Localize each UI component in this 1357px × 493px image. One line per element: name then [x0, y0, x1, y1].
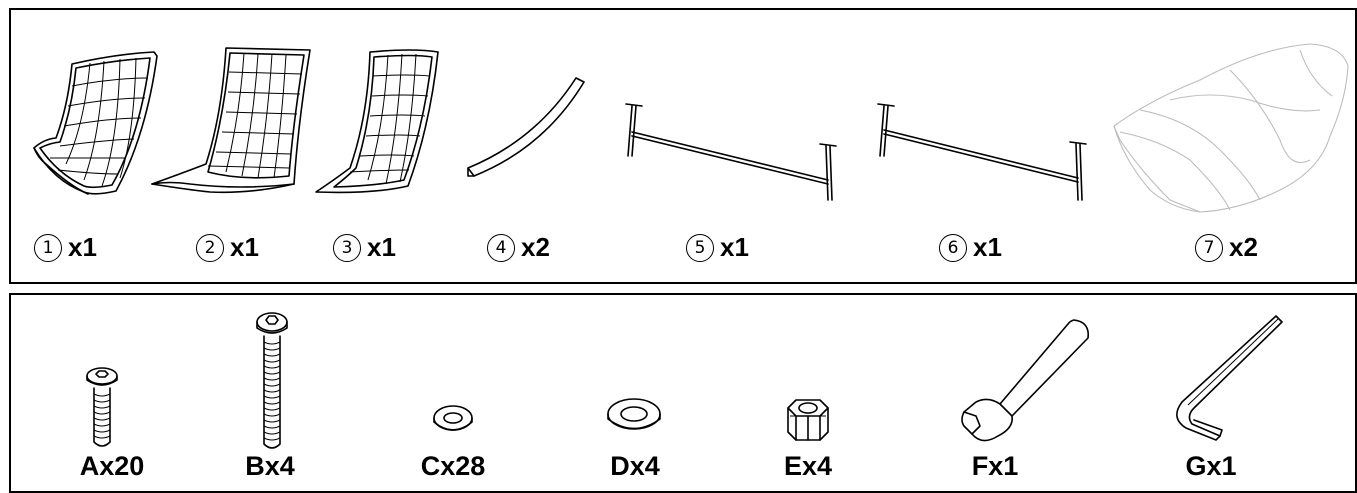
part-quantity: x1	[68, 232, 97, 262]
large-washer-icon	[606, 396, 662, 438]
hw-f-label: Fx1	[971, 451, 1019, 481]
part-5-caption: 5 x1	[686, 232, 749, 263]
short-screw-icon	[84, 366, 120, 450]
part-7-caption: 7 x2	[1195, 232, 1258, 263]
part-6-caption: 6 x1	[939, 232, 1002, 263]
part-quantity: x2	[521, 232, 550, 262]
part-4-caption: 4 x2	[487, 232, 550, 263]
part-number-badge: 1	[34, 233, 62, 262]
wrench-icon	[958, 316, 1094, 448]
part-quantity: x1	[973, 232, 1002, 262]
part-quantity: x1	[720, 232, 749, 262]
part-number-badge: 6	[939, 233, 967, 262]
part-number-badge: 4	[487, 233, 515, 262]
long-screw-icon	[254, 310, 290, 452]
part-number-badge: 7	[1195, 233, 1223, 262]
cushion-bag-icon	[1110, 40, 1350, 216]
part-quantity: x1	[367, 232, 396, 262]
hw-d-label: Dx4	[610, 451, 660, 481]
part-2-caption: 2 x1	[196, 232, 259, 263]
parts-panel	[9, 8, 1357, 284]
hw-c-label: Cx28	[420, 451, 486, 481]
curved-rail-icon	[466, 76, 588, 180]
part-quantity: x2	[1229, 232, 1258, 262]
hardware-panel	[9, 293, 1357, 493]
seat-frame-back-icon	[150, 44, 311, 194]
hex-key-icon	[1160, 312, 1286, 441]
seat-frame-right-icon	[314, 46, 444, 198]
hw-b-label: Bx4	[245, 451, 295, 481]
crossbar-icon	[870, 96, 1096, 206]
hw-a-label: Ax20	[79, 451, 145, 481]
part-number-badge: 2	[196, 233, 224, 262]
seat-frame-left-icon	[24, 46, 164, 198]
part-3-caption: 3 x1	[333, 232, 396, 263]
small-washer-icon	[432, 404, 474, 438]
part-1-caption: 1 x1	[34, 232, 97, 263]
crossbar-icon	[614, 96, 840, 206]
part-number-badge: 5	[686, 233, 714, 262]
lock-nut-icon	[784, 396, 832, 446]
part-number-badge: 3	[333, 233, 361, 262]
hw-g-label: Gx1	[1185, 451, 1237, 481]
part-quantity: x1	[230, 232, 259, 262]
hw-e-label: Ex4	[783, 451, 833, 481]
